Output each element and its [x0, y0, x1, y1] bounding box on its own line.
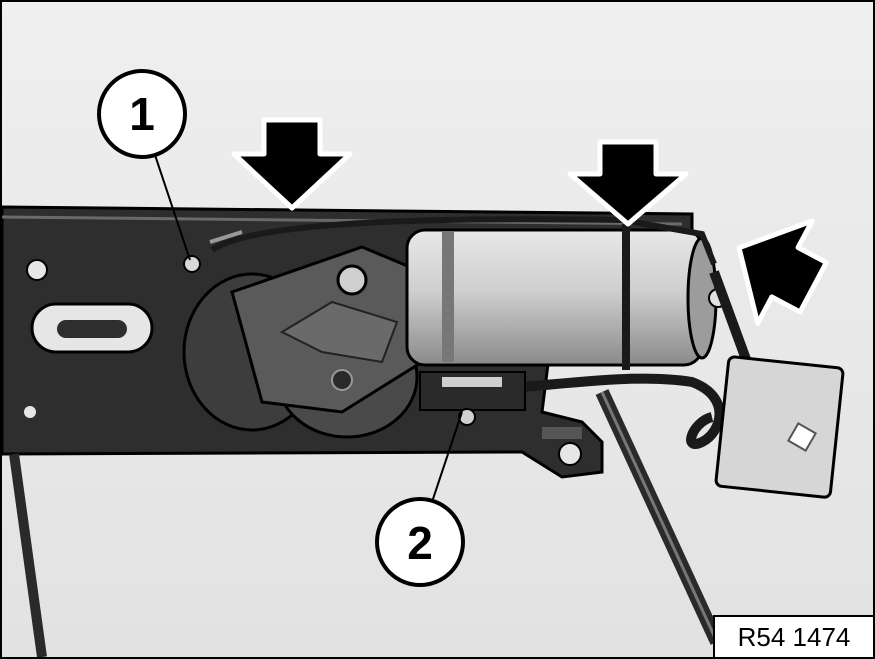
- reference-code: R54 1474: [713, 615, 873, 657]
- support-rods: [9, 389, 724, 657]
- wiring-harness: [209, 216, 845, 499]
- callout-2-label: 2: [407, 517, 433, 569]
- down-arrow-icon: [736, 218, 829, 326]
- callout-1: 1: [97, 69, 187, 159]
- down-arrow-icon: [231, 117, 353, 211]
- callout-2-leader: [431, 411, 463, 503]
- callout-2: 2: [375, 497, 465, 587]
- reference-code-text: R54 1474: [737, 621, 851, 652]
- gearbox-housing: [182, 245, 424, 439]
- down-arrow-icon: [567, 139, 689, 227]
- callout-1-label: 1: [129, 88, 155, 140]
- electric-motor: [405, 224, 728, 370]
- callout-1-leader: [153, 151, 191, 261]
